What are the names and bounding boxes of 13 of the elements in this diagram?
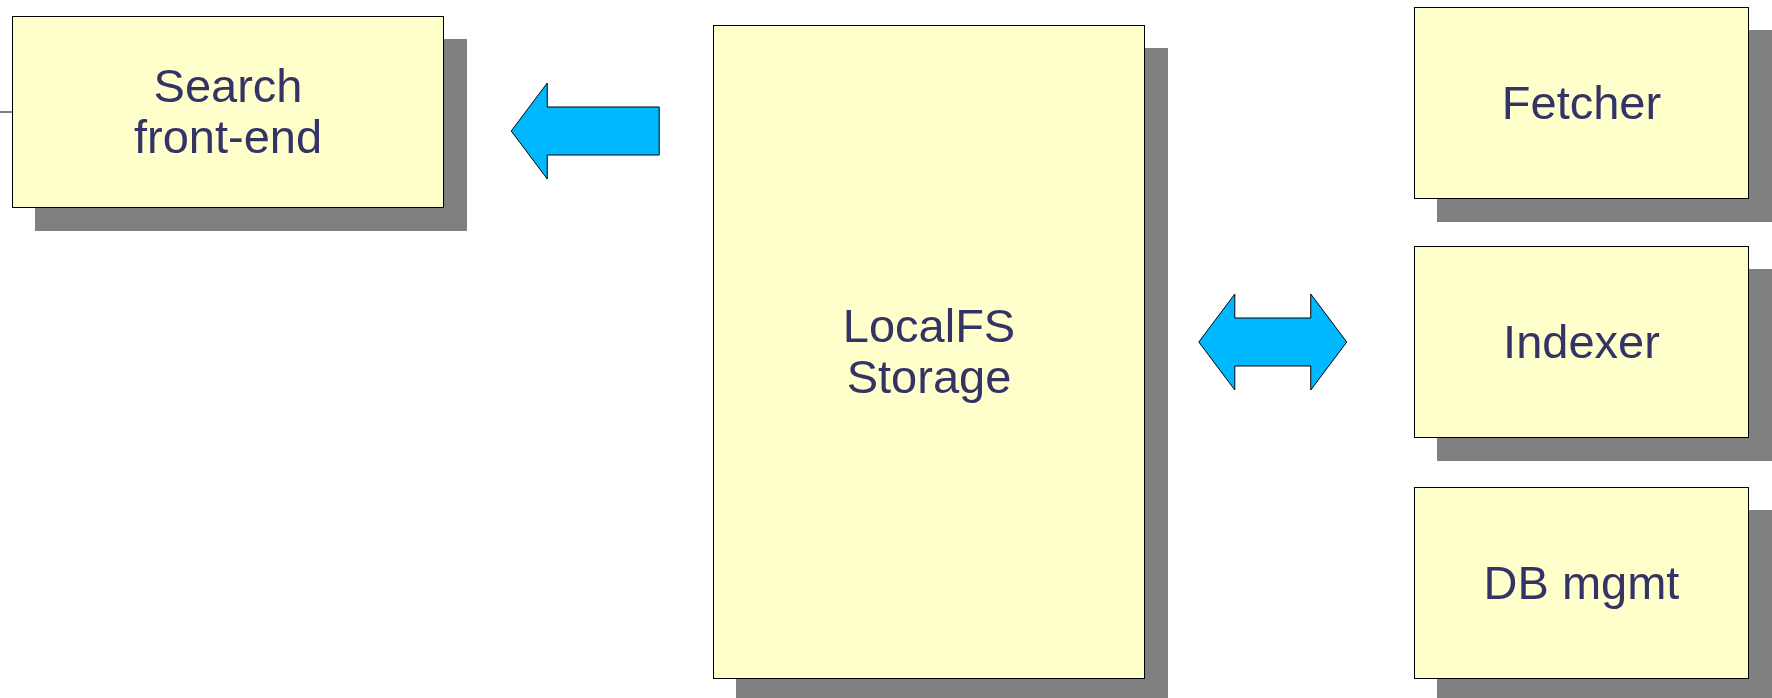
- box-label: Indexer: [1503, 316, 1660, 368]
- process-box: [12, 16, 444, 208]
- connector-line: [0, 111, 13, 113]
- box-label: DB mgmt: [1483, 557, 1680, 609]
- block-arrow: [1198, 293, 1348, 391]
- box-label: Search front-end: [132, 61, 324, 163]
- process-box: [1414, 487, 1749, 679]
- process-box: [1414, 7, 1749, 199]
- box-label: LocalFS Storage: [841, 301, 1017, 403]
- block-arrow: [510, 82, 660, 180]
- box-label: Fetcher: [1501, 77, 1662, 129]
- process-box: [1414, 246, 1749, 438]
- process-box: [713, 25, 1145, 679]
